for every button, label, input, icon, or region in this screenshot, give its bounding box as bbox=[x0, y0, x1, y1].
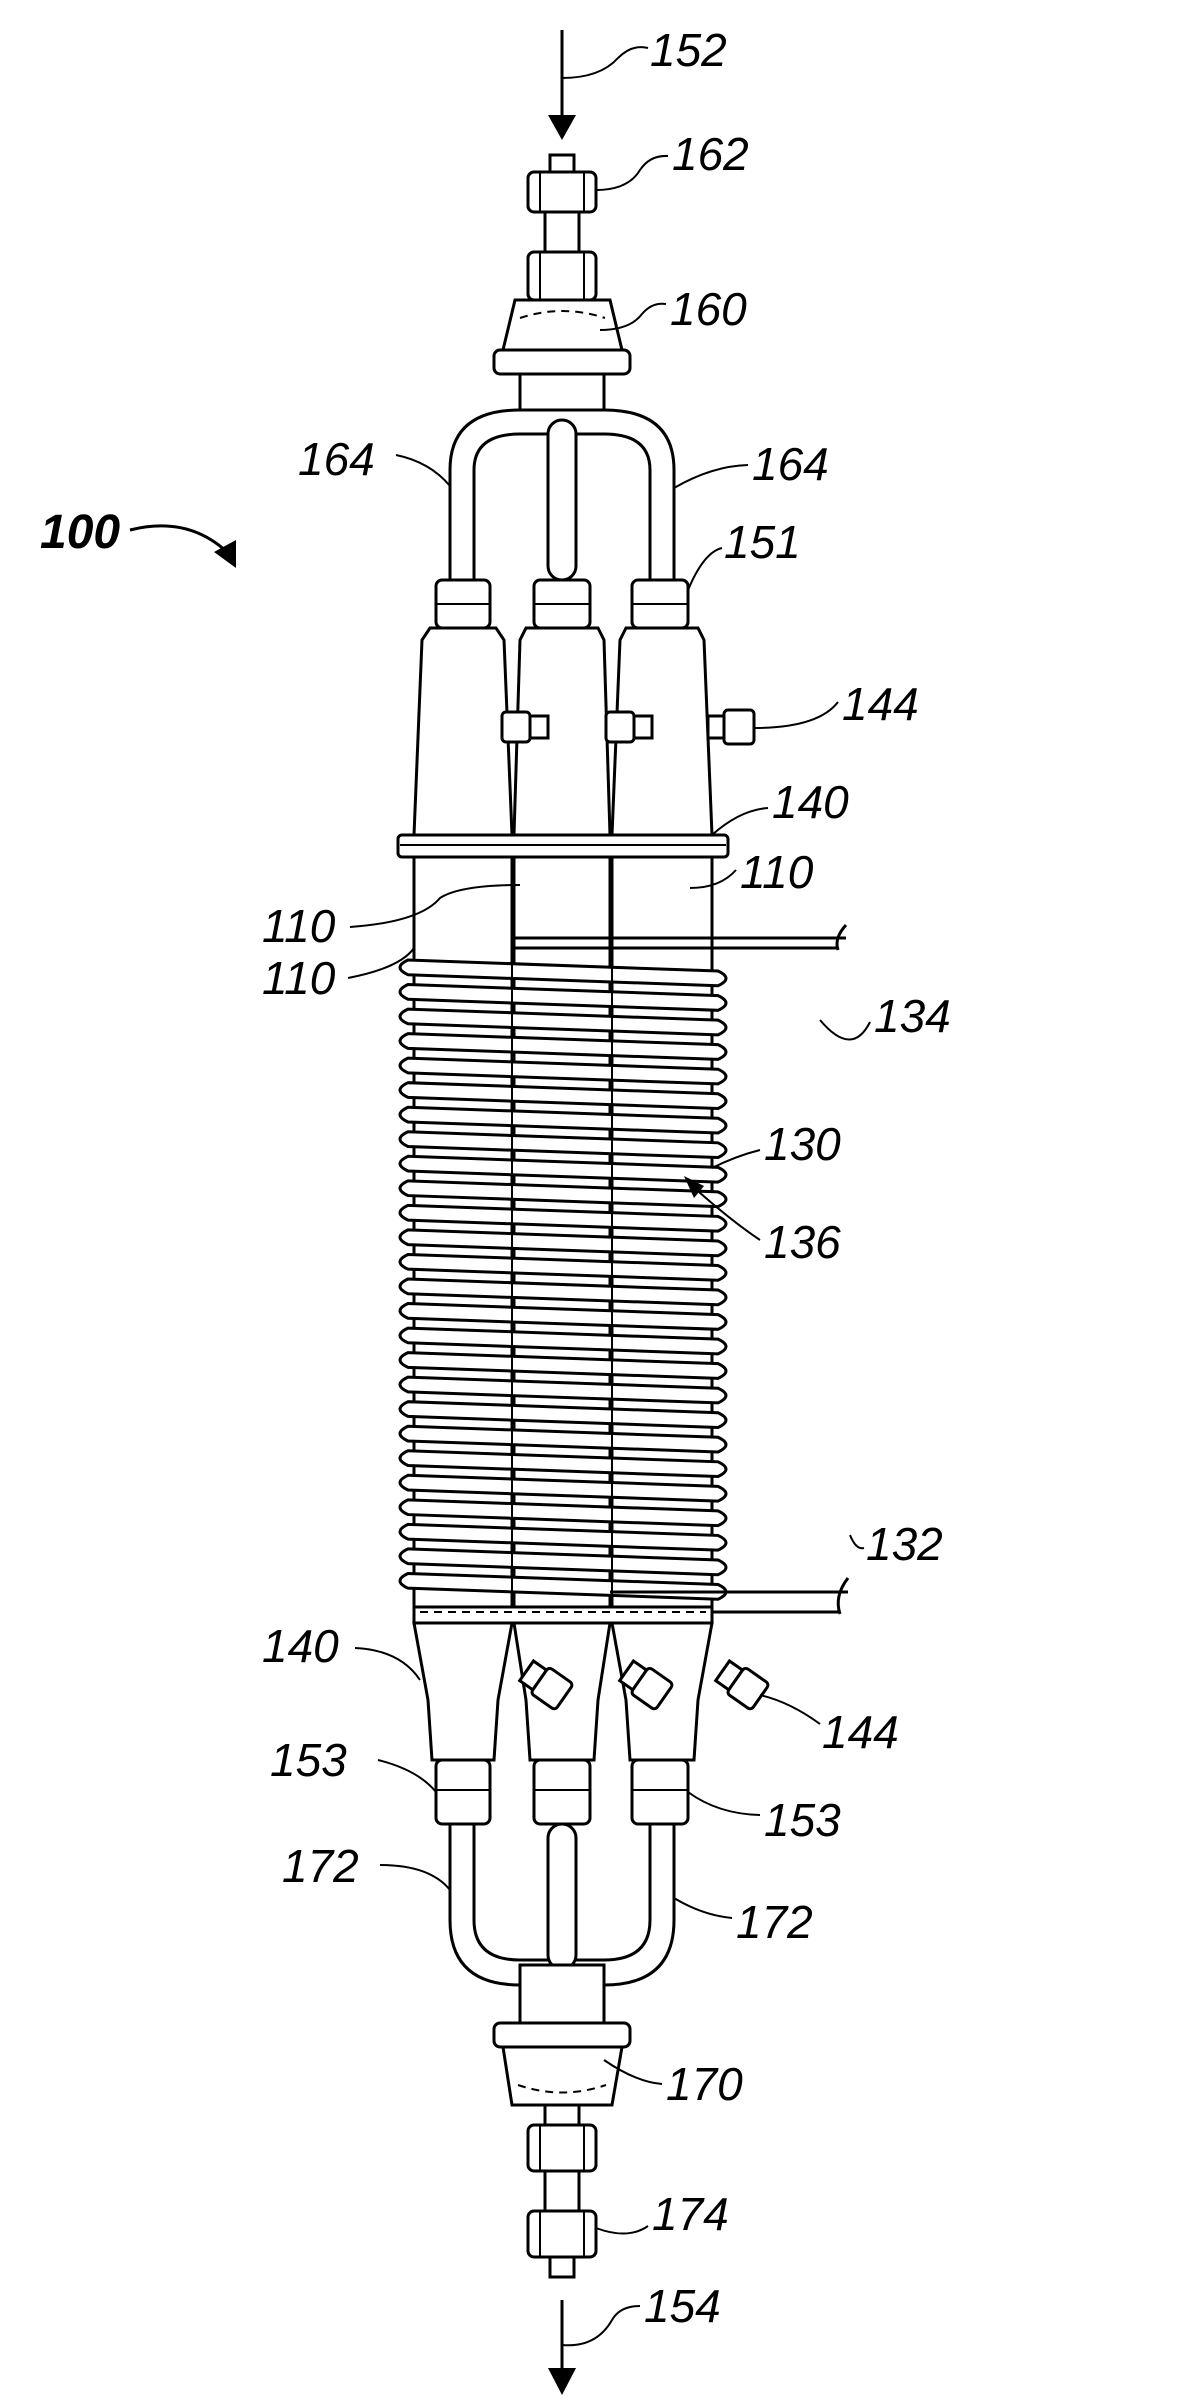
bottom-connectors bbox=[436, 1760, 688, 1824]
label-port-top: 144 bbox=[842, 678, 919, 730]
label-tube-center: 110 bbox=[262, 900, 336, 952]
label-coil-lead-bottom: 132 bbox=[866, 1518, 943, 1570]
label-tube-right: 110 bbox=[740, 846, 814, 898]
assembly-arrow bbox=[130, 526, 236, 568]
top-connectors bbox=[436, 580, 688, 628]
label-connector-bottom-right: 153 bbox=[764, 1794, 841, 1846]
label-inlet-branch-right: 164 bbox=[752, 438, 829, 490]
label-inlet-flow: 152 bbox=[650, 24, 727, 76]
label-connector-bottom-left: 153 bbox=[270, 1734, 347, 1786]
inlet-manifold bbox=[494, 300, 630, 424]
label-inlet-branch-left: 164 bbox=[298, 433, 375, 485]
inlet-fitting bbox=[528, 155, 596, 300]
label-coil: 130 bbox=[764, 1118, 841, 1170]
label-outlet-branch-right: 172 bbox=[736, 1896, 813, 1948]
outlet-fitting bbox=[528, 2105, 596, 2277]
label-inlet-manifold: 160 bbox=[670, 283, 747, 335]
label-port-bottom: 144 bbox=[822, 1706, 899, 1758]
top-end-caps bbox=[398, 628, 728, 857]
inlet-branches bbox=[450, 410, 674, 580]
top-ports bbox=[502, 710, 754, 744]
label-outlet-manifold: 170 bbox=[666, 2058, 743, 2110]
label-assembly: 100 bbox=[40, 506, 120, 559]
label-outlet-fitting: 174 bbox=[652, 2188, 729, 2240]
label-outlet-flow: 154 bbox=[644, 2280, 721, 2332]
outlet-flow-arrow bbox=[548, 2300, 576, 2395]
label-end-cap-top: 140 bbox=[772, 776, 849, 828]
label-coil-passage: 136 bbox=[764, 1216, 841, 1268]
label-inlet-fitting: 162 bbox=[672, 128, 749, 180]
label-outlet-branch-left: 172 bbox=[282, 1840, 359, 1892]
label-connector-top: 151 bbox=[724, 516, 801, 568]
label-tube-left: 110 bbox=[262, 952, 336, 1004]
label-end-cap-bottom: 140 bbox=[262, 1620, 339, 1672]
label-coil-lead-top: 134 bbox=[874, 990, 951, 1042]
outlet-branches bbox=[450, 1824, 674, 1985]
inlet-flow-arrow bbox=[548, 30, 576, 140]
